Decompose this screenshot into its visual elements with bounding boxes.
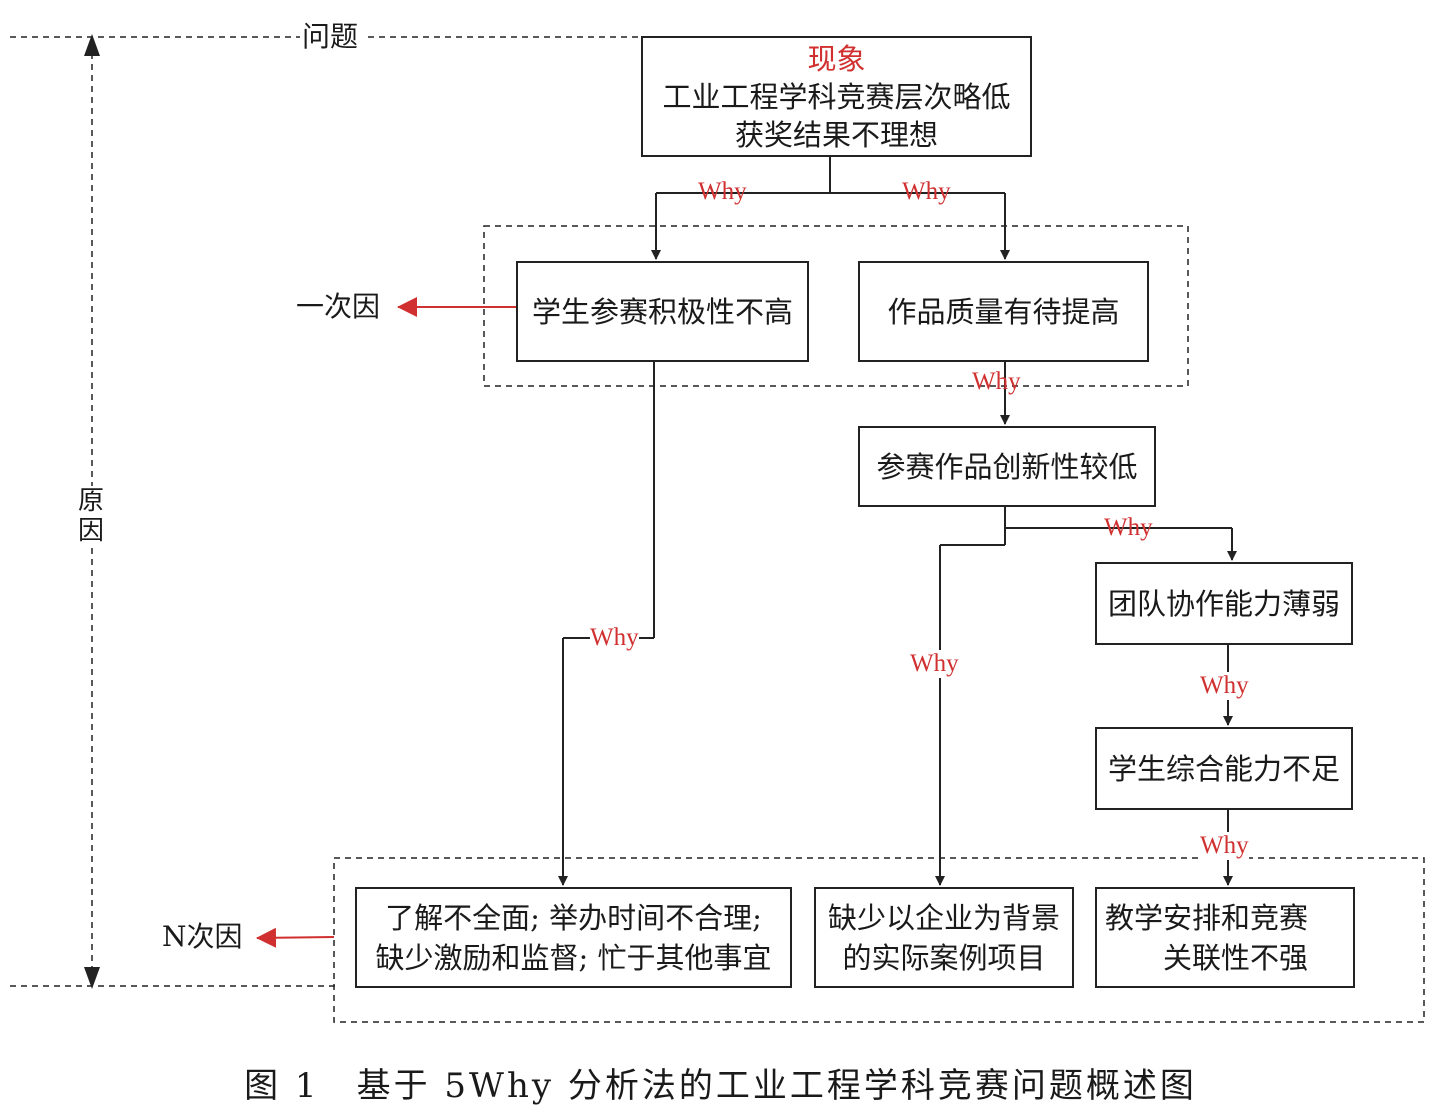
root-b-line2: 的实际案例项目 bbox=[842, 940, 1046, 975]
why-label: Why bbox=[1200, 832, 1249, 860]
why-label: Why bbox=[1200, 672, 1249, 700]
why-label: Why bbox=[1104, 514, 1153, 541]
connectors bbox=[558, 156, 1237, 886]
why-label: Why bbox=[910, 650, 959, 678]
why-label: Why bbox=[590, 624, 639, 652]
innovation-box: 参赛作品创新性较低 bbox=[858, 426, 1156, 507]
quality-box: 作品质量有待提高 bbox=[858, 261, 1149, 362]
first-cause-group bbox=[483, 225, 1189, 387]
root-c-line1: 教学安排和竞赛 bbox=[1105, 900, 1309, 935]
why-label: Why bbox=[698, 178, 747, 205]
ability-box: 学生综合能力不足 bbox=[1095, 727, 1353, 810]
phenomenon-line2: 获奖结果不理想 bbox=[734, 117, 938, 152]
figure-caption: 图 1 基于 5Why 分析法的工业工程学科竞赛问题概述图 bbox=[244, 1066, 1197, 1106]
phenomenon-line1: 工业工程学科竞赛层次略低 bbox=[662, 79, 1011, 114]
root-c-box: 教学安排和竞赛 关联性不强 bbox=[1095, 887, 1355, 988]
boundary-lines bbox=[10, 36, 1425, 1023]
root-b-line1: 缺少以企业为背景 bbox=[827, 900, 1060, 935]
phenomenon-tag: 现象 bbox=[807, 41, 866, 76]
first-cause-label: 一次因 bbox=[296, 290, 381, 323]
root-a-line2: 缺少激励和监督; 忙于其他事宜 bbox=[375, 940, 772, 975]
n-cause-label: N次因 bbox=[162, 920, 243, 953]
why-label: Why bbox=[902, 178, 951, 205]
question-label: 问题 bbox=[302, 20, 359, 54]
low-motivation-box: 学生参赛积极性不高 bbox=[516, 261, 809, 362]
root-c-line2: 关联性不强 bbox=[1163, 940, 1309, 975]
why-label: Why bbox=[972, 368, 1021, 395]
root-b-box: 缺少以企业为背景 的实际案例项目 bbox=[814, 887, 1074, 988]
phenomenon-box: 现象 工业工程学科竞赛层次略低 获奖结果不理想 bbox=[641, 36, 1032, 157]
n-cause-group bbox=[333, 857, 1425, 1023]
root-a-box: 了解不全面; 举办时间不合理; 缺少激励和监督; 忙于其他事宜 bbox=[355, 887, 792, 988]
axis-arrow-up bbox=[84, 34, 100, 56]
axis-arrow-down bbox=[84, 967, 100, 989]
root-a-line1: 了解不全面; 举办时间不合理; bbox=[385, 900, 762, 935]
n-cause-arrow bbox=[256, 927, 335, 948]
reason-label: 原因 bbox=[74, 486, 108, 546]
teamwork-box: 团队协作能力薄弱 bbox=[1095, 562, 1353, 645]
